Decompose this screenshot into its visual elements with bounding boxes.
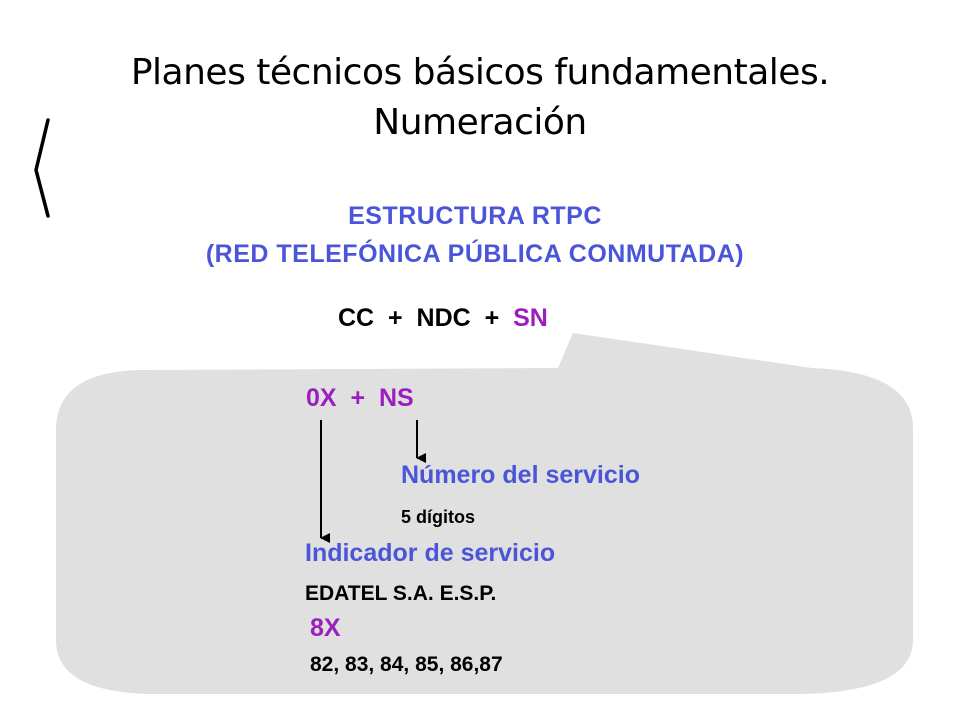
operator-name: EDATEL S.A. E.S.P. — [305, 582, 497, 605]
formula-sn: SN — [513, 304, 548, 332]
structure-heading: ESTRUCTURA RTPC — [348, 202, 602, 230]
operator-code: 8X — [310, 614, 341, 642]
formula-plus-2: + — [484, 304, 500, 332]
service-number-label: Número del servicio — [401, 461, 640, 489]
number-formula: CC + NDC + SN — [338, 304, 548, 333]
slide-title: Planes técnicos básicos fundamentales. N… — [0, 48, 960, 148]
operator-codes-list: 82, 83, 84, 85, 86,87 — [310, 653, 503, 676]
slide-title-line-2: Numeración — [373, 102, 587, 143]
formula-plus-1: + — [388, 304, 403, 332]
slide-title-line-1: Planes técnicos básicos fundamentales. — [130, 52, 830, 93]
formula-ndc: NDC — [416, 304, 471, 332]
left-bracket-decoration — [34, 118, 50, 218]
structure-subheading: (RED TELEFÓNICA PÚBLICA CONMUTADA) — [205, 240, 745, 268]
service-number-expression: 0X + NS — [306, 384, 414, 412]
service-number-digits: 5 dígitos — [401, 507, 476, 527]
service-indicator-label: Indicador de servicio — [305, 539, 556, 567]
formula-cc: CC — [338, 304, 375, 332]
